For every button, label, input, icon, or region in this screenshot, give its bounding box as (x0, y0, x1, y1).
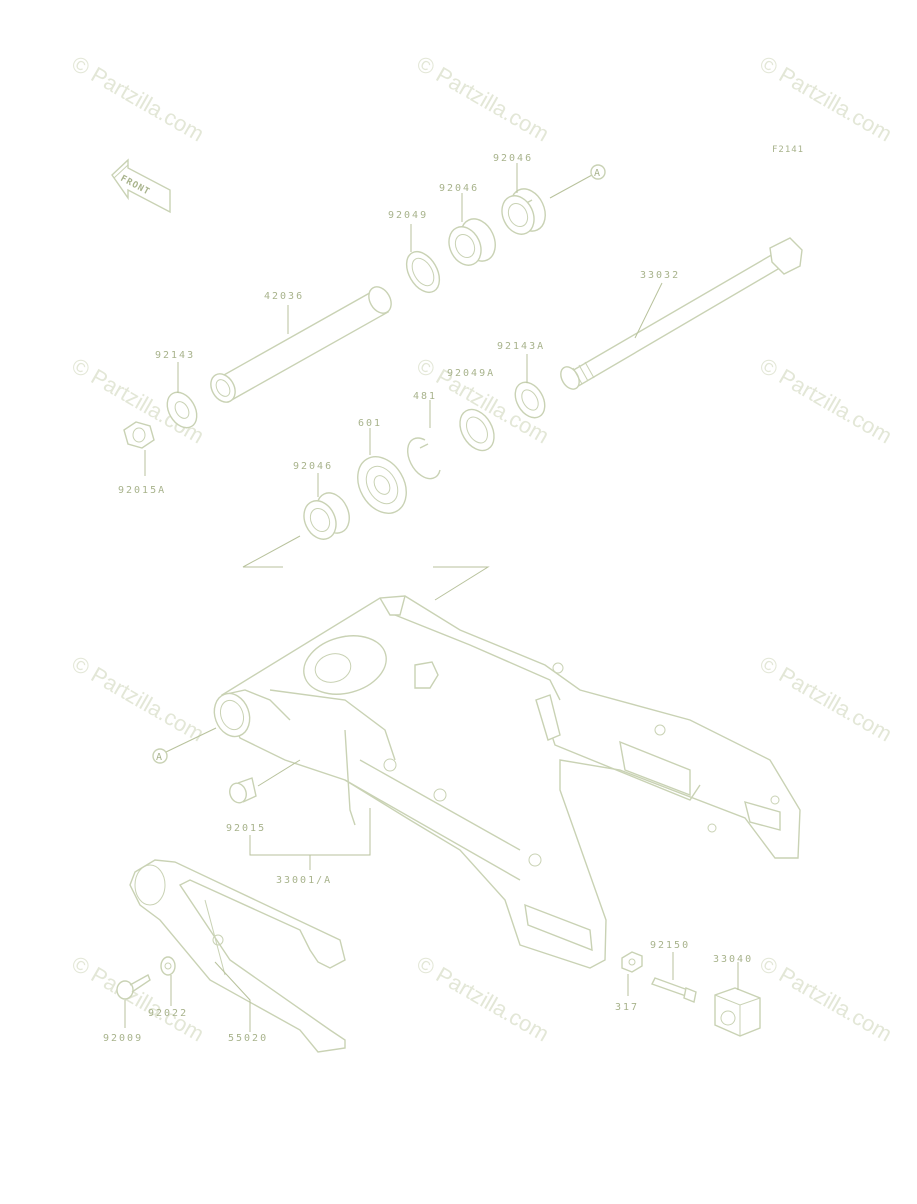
part-42036-sleeve (210, 286, 392, 403)
part-317-nut (621, 951, 643, 973)
part-label[interactable]: 92046 (293, 461, 333, 472)
part-label[interactable]: 92046 (493, 153, 533, 164)
part-92046-bearing-mid (448, 218, 496, 266)
part-92022-washer (160, 956, 176, 976)
part-label[interactable]: 92143 (155, 350, 195, 361)
part-label[interactable]: 92015A (118, 485, 166, 496)
front-arrow-icon: FRONT (111, 158, 171, 214)
part-33001a-swingarm (213, 595, 801, 969)
part-label[interactable]: 33001/A (276, 875, 332, 886)
part-label[interactable]: 33032 (640, 270, 680, 281)
part-label[interactable]: 92143A (497, 341, 545, 352)
watermark: © Partzilla.com (413, 51, 554, 147)
watermark: © Partzilla.com (756, 951, 897, 1047)
watermark: © Partzilla.com (413, 951, 554, 1047)
callout-a-bottom: A (156, 752, 162, 763)
part-label[interactable]: 92150 (650, 940, 690, 951)
part-92049a-seal (459, 408, 495, 452)
part-92143a-washer (514, 381, 546, 419)
part-92015a-nut (123, 421, 155, 449)
part-92150-bolt (651, 977, 697, 1003)
watermark-layer: © Partzilla.com © Partzilla.com © Partzi… (68, 51, 897, 1047)
part-label[interactable]: 92049 (388, 210, 428, 221)
part-92046-bearing-top (501, 188, 546, 235)
part-481-circlip (407, 437, 441, 480)
part-55020-chain-guard (129, 859, 346, 1053)
watermark: © Partzilla.com (68, 651, 209, 747)
part-label[interactable]: 42036 (264, 291, 304, 302)
watermark: © Partzilla.com (756, 353, 897, 449)
part-92049-seal (405, 251, 441, 293)
part-label[interactable]: 92015 (226, 823, 266, 834)
watermark: © Partzilla.com (756, 51, 897, 147)
part-33040-block (714, 987, 761, 1037)
part-33032-axle (560, 237, 803, 390)
part-label[interactable]: 92022 (148, 1008, 188, 1019)
part-label[interactable]: 92009 (103, 1033, 143, 1044)
part-label[interactable]: 92046 (439, 183, 479, 194)
part-label[interactable]: 601 (358, 418, 382, 429)
part-92009-bolt (116, 974, 151, 1000)
part-92015-plug (229, 759, 301, 804)
callout-a-top: A (594, 168, 600, 179)
part-label[interactable]: 481 (413, 391, 437, 402)
part-label[interactable]: 317 (615, 1002, 639, 1013)
watermark: © Partzilla.com (756, 651, 897, 747)
figure-code: F2141 (772, 145, 804, 155)
part-92143-washer (166, 391, 198, 429)
watermark: © Partzilla.com (68, 51, 209, 147)
part-92046-bearing-low (303, 492, 350, 540)
part-label[interactable]: 55020 (228, 1033, 268, 1044)
part-601-ball-bearing (357, 456, 407, 514)
part-label[interactable]: 92049A (447, 368, 495, 379)
part-label[interactable]: 33040 (713, 954, 753, 965)
